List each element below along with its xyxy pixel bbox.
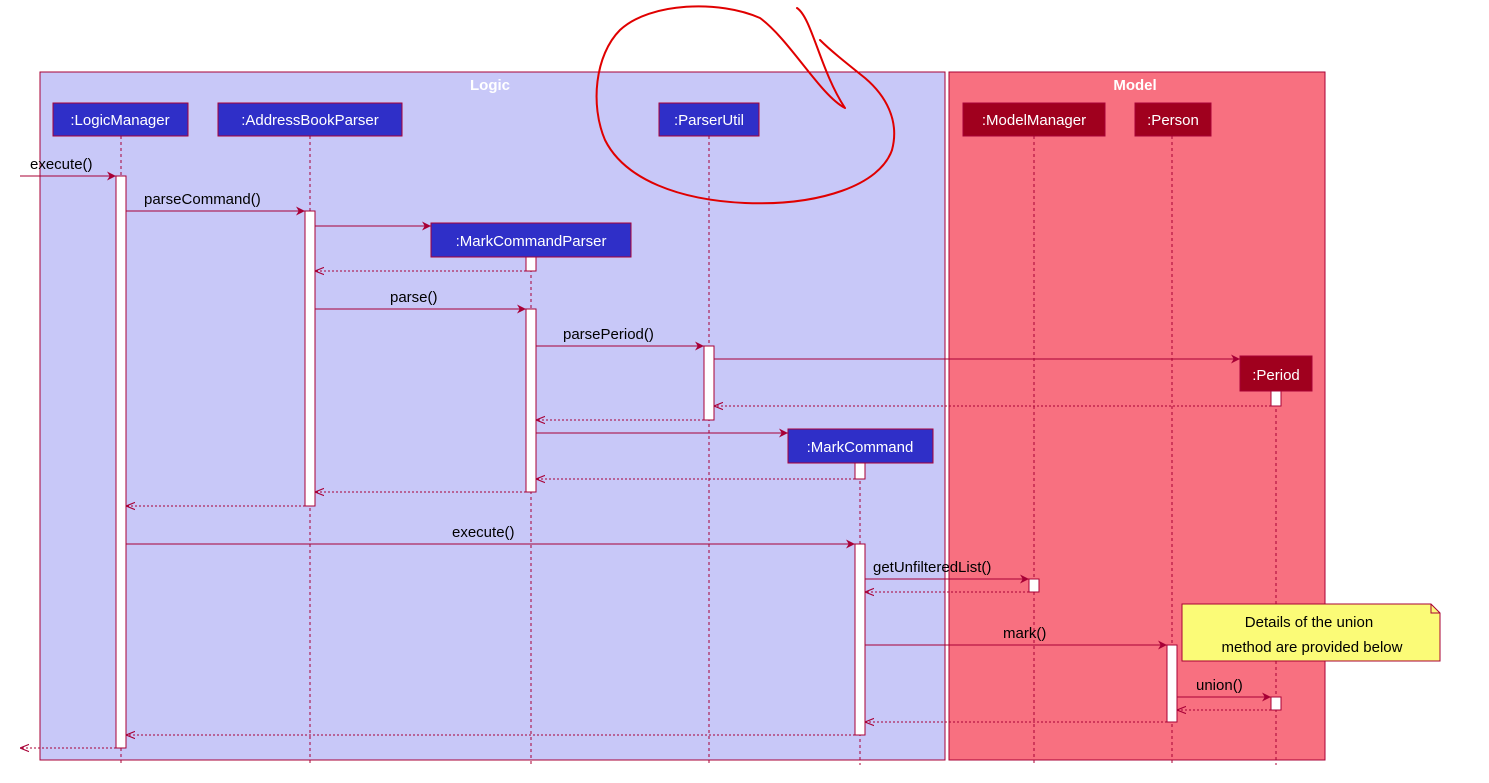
activation-address-book-parser	[304, 210, 316, 507]
label-parse-command: parseCommand()	[144, 191, 261, 208]
svg-text::ParserUtil: :ParserUtil	[674, 112, 744, 129]
activation-parser-util	[703, 345, 715, 421]
svg-text::AddressBookParser: :AddressBookParser	[241, 112, 379, 129]
svg-text::Period: :Period	[1252, 367, 1300, 384]
activation-mark-command-parser-create	[525, 256, 537, 272]
svg-text::MarkCommand: :MarkCommand	[807, 439, 914, 456]
label-union: union()	[1196, 677, 1243, 694]
logic-box-title: Logic	[470, 77, 510, 94]
label-execute: execute()	[452, 524, 515, 541]
svg-text::MarkCommandParser: :MarkCommandParser	[456, 233, 607, 250]
label-execute-in: execute()	[30, 156, 93, 173]
model-box-title: Model	[1113, 77, 1156, 94]
svg-text::Person: :Person	[1147, 112, 1199, 129]
participant-logic-manager: :LogicManager	[52, 102, 189, 137]
participant-model-manager: :ModelManager	[962, 102, 1106, 137]
label-parse: parse()	[390, 289, 438, 306]
svg-text::LogicManager: :LogicManager	[70, 112, 169, 129]
participant-period: :Period	[1239, 355, 1313, 392]
note-line-1: Details of the union	[1245, 614, 1373, 631]
activation-mark-command-execute	[854, 543, 866, 736]
hand-drawn-circle-annotation	[595, 5, 896, 205]
activation-model-manager	[1028, 578, 1040, 593]
union-note: Details of the union method are provided…	[1181, 603, 1441, 662]
participant-address-book-parser: :AddressBookParser	[217, 102, 403, 137]
participant-parser-util: :ParserUtil	[658, 102, 760, 137]
return-messages	[20, 271, 1271, 748]
activation-mark-command-parser-parse	[525, 308, 537, 493]
activation-period-create	[1270, 390, 1282, 407]
svg-text::ModelManager: :ModelManager	[982, 112, 1086, 129]
activation-bars	[115, 175, 1282, 749]
label-mark: mark()	[1003, 625, 1046, 642]
label-get-unfiltered-list: getUnfilteredList()	[873, 559, 991, 576]
participant-person: :Person	[1134, 102, 1212, 137]
activation-person	[1166, 644, 1178, 723]
message-labels: execute() parseCommand() parse() parsePe…	[30, 156, 1243, 694]
participant-mark-command: :MarkCommand	[787, 428, 934, 464]
activation-mark-command-create	[854, 462, 866, 480]
activation-logic-manager	[115, 175, 127, 749]
logic-box: Logic	[39, 71, 946, 761]
messages	[20, 171, 1271, 702]
label-parse-period: parsePeriod()	[563, 326, 654, 343]
participant-mark-command-parser: :MarkCommandParser	[430, 222, 632, 258]
activation-period-union	[1270, 696, 1282, 711]
note-line-2: method are provided below	[1222, 639, 1403, 656]
